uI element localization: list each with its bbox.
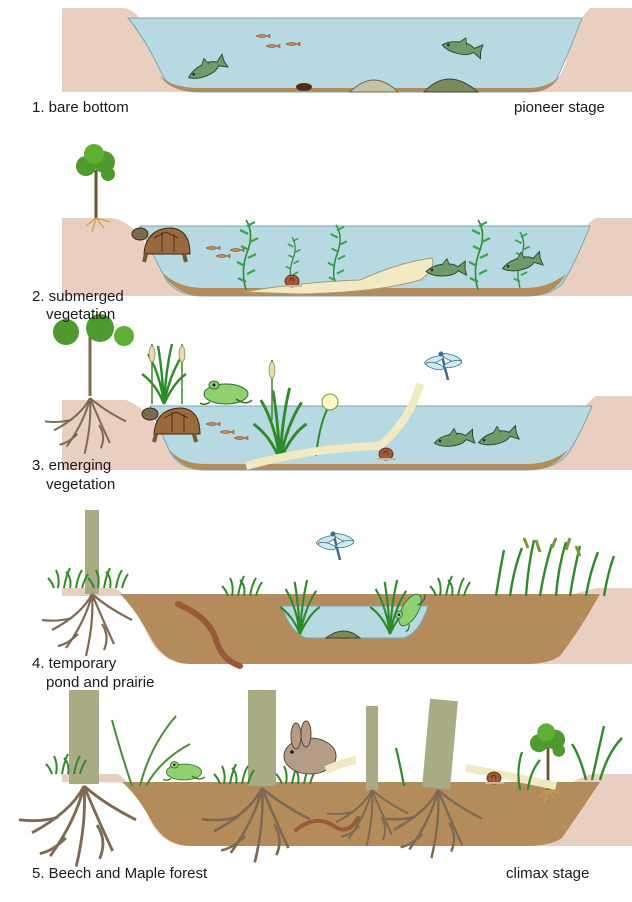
stage-5-soil: [122, 782, 600, 846]
dragonfly-icon: [424, 352, 463, 381]
stage-5-forest: [19, 690, 632, 867]
grass-icon: [430, 576, 470, 596]
climax-stage-label: climax stage: [506, 864, 589, 883]
tree-trunk: [436, 700, 444, 788]
stage-4-prairie: [42, 510, 632, 666]
stage-3-label-line1: 3. emerging: [32, 456, 111, 475]
stage-1-water: [128, 18, 582, 92]
prairie-grasses: [496, 538, 614, 596]
grass-icon: [48, 568, 88, 588]
stage-1-pond: [62, 8, 632, 92]
plant-icon: [572, 726, 622, 780]
dragonfly-icon: [316, 532, 355, 561]
frog-icon: [200, 381, 252, 404]
stage-4-label-line1: 4. temporary: [32, 654, 116, 673]
stage-3-water: [150, 406, 592, 470]
stage-2-label-line2: vegetation: [46, 305, 115, 324]
grass-icon: [222, 576, 262, 596]
stage-2-label-line1: 2. submerged: [32, 287, 124, 306]
frog-icon: [163, 762, 205, 781]
stage-4-label-line2: pond and prairie: [46, 673, 154, 692]
beetle-icon: [296, 83, 312, 91]
water-lily-icon: [322, 394, 338, 410]
stage-1-label: 1. bare bottom: [32, 98, 129, 117]
roots-icon: [42, 594, 132, 656]
stage-2-pond: [62, 144, 632, 296]
pioneer-stage-label: pioneer stage: [514, 98, 605, 117]
stage-5-label: 5. Beech and Maple forest: [32, 864, 207, 883]
stage-3-pond: [45, 314, 632, 470]
stage-3-label-line2: vegetation: [46, 475, 115, 494]
roots-icon: [19, 786, 136, 867]
cattail-icon: [149, 344, 155, 404]
plant-icon: [396, 748, 404, 786]
